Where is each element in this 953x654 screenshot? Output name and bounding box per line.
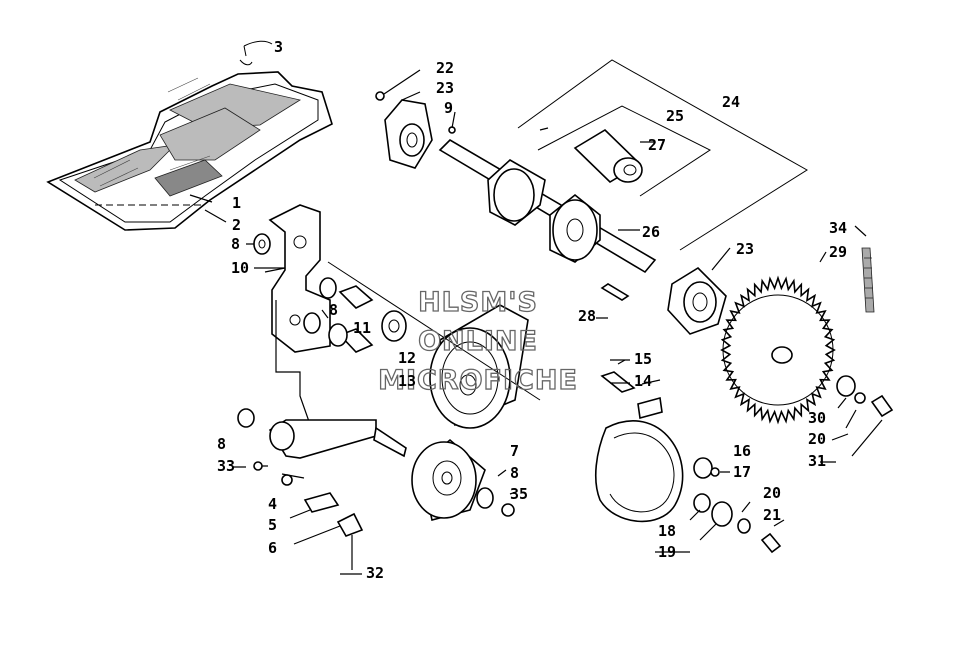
leader-lines (232, 267, 849, 575)
upper-cover-plate (46, 71, 333, 231)
callout-13: 13 (398, 372, 416, 390)
callout-20-right: 20 (808, 430, 826, 448)
idler-arm (268, 419, 407, 459)
callout-14: 14 (634, 372, 652, 390)
callout-8-d: 8 (510, 464, 519, 482)
callout-21: 21 (763, 506, 781, 524)
brake-drum (429, 304, 529, 429)
callout-2: 2 (232, 216, 241, 234)
callout-25: 25 (666, 107, 684, 125)
callout-4: 4 (268, 495, 277, 513)
callout-22: 22 (436, 59, 454, 77)
upper-bearing-flange (375, 91, 456, 169)
callout-8-b: 8 (329, 301, 338, 319)
callout-6: 6 (268, 539, 277, 557)
callout-23-right: 23 (736, 240, 754, 258)
callout-34: 34 (829, 219, 847, 237)
callout-35: 35 (510, 485, 528, 503)
shaft-sleeve (573, 128, 643, 184)
callout-18: 18 (658, 522, 676, 540)
washer-nut-35 (476, 487, 515, 517)
callout-31: 31 (808, 452, 826, 470)
callout-3: 3 (274, 38, 283, 56)
mounting-bracket (268, 204, 331, 431)
callout-24: 24 (722, 93, 740, 111)
watermark-line-2: ONLINE (418, 326, 538, 357)
watermark: HLSM'S ONLINE MICROFICHE (377, 286, 578, 396)
callout-33: 33 (217, 457, 235, 475)
watermark-line-3: MICROFICHE (378, 365, 578, 396)
callout-17: 17 (733, 463, 751, 481)
callout-15: 15 (634, 350, 652, 368)
callout-10: 10 (231, 259, 249, 277)
right-bearing-flange (667, 266, 727, 335)
callout-23-top: 23 (436, 79, 454, 97)
idler-pulley (411, 438, 486, 521)
washer-lower-left (237, 408, 263, 471)
callout-28: 28 (578, 307, 596, 325)
callout-29: 29 (829, 243, 847, 261)
callout-12: 12 (398, 349, 416, 367)
callout-8-c: 8 (217, 435, 226, 453)
callout-9: 9 (444, 99, 453, 117)
driven-sprocket (720, 275, 836, 425)
callout-8-a: 8 (231, 235, 240, 253)
callout-11: 11 (353, 319, 371, 337)
callout-1: 1 (232, 194, 241, 212)
washer-upper (253, 233, 271, 255)
callout-27: 27 (648, 136, 666, 154)
callout-32: 32 (366, 564, 384, 582)
washers-sprocket (836, 375, 894, 418)
vent-mesh (74, 77, 302, 197)
drive-shaft (438, 138, 657, 274)
washers-right (693, 457, 782, 554)
brake-band (594, 371, 684, 523)
callout-26: 26 (642, 223, 660, 241)
callout-16: 16 (733, 442, 751, 460)
tension-spring (281, 474, 364, 570)
callout-20-lower: 20 (763, 484, 781, 502)
callout-7: 7 (510, 442, 519, 460)
shaft-key (600, 283, 630, 301)
spacer-group (303, 277, 407, 353)
drive-chain (861, 247, 875, 313)
callout-30: 30 (808, 409, 826, 427)
callout-5: 5 (268, 516, 277, 534)
watermark-line-1: HLSM'S (418, 287, 538, 318)
